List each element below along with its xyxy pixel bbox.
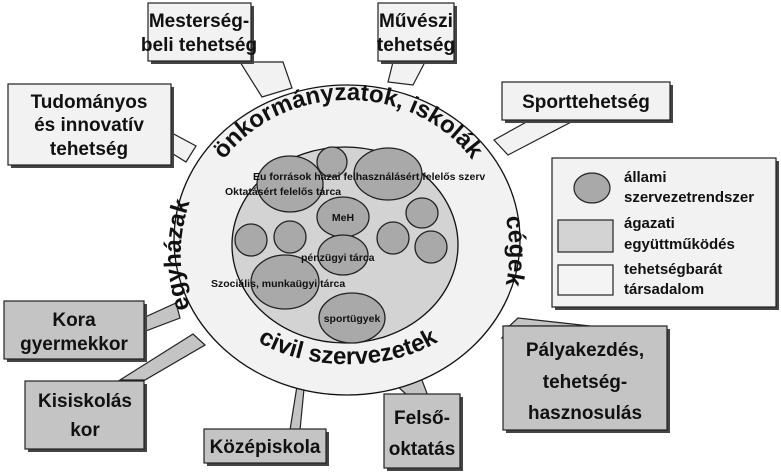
- label-social: Szociális, munkaügyi tárca: [211, 278, 345, 290]
- stage-box-kora: Kora gyermekkor: [3, 300, 147, 362]
- stage-box-kisiskolas: Kisiskolás kor: [24, 380, 147, 452]
- box-text: tehetség: [50, 139, 128, 160]
- box-text: Kisiskolás: [38, 391, 132, 412]
- org-eu-circle: [353, 147, 423, 201]
- legend: állami szervezetrendszer ágazati együttm…: [551, 157, 779, 310]
- org-circle: [405, 197, 439, 229]
- talent-box-muveszi: Művészi tehetség: [377, 2, 457, 64]
- box-text: beli tehetség: [141, 35, 257, 56]
- box-text: tehetség-: [543, 372, 627, 393]
- state-organizations: [234, 146, 448, 344]
- label-eu: Eu források hazai felhasználásért felelő…: [253, 171, 485, 183]
- stage-box-kozepiskola: Középiskola: [203, 428, 329, 466]
- legend-state-swatch: [573, 172, 611, 204]
- org-social-circle: [250, 254, 320, 310]
- legend-label: szervezetrendszer: [624, 189, 754, 206]
- connector-muveszi: [387, 61, 426, 86]
- connector-sport: [493, 119, 576, 156]
- label-sport: sportügyek: [324, 313, 381, 325]
- box-text: Művészi: [379, 11, 453, 32]
- box-text: Pályakezdés,: [526, 340, 644, 361]
- box-text: gyermekkor: [20, 334, 128, 355]
- connector-kozepiskola: [289, 385, 305, 431]
- stage-box-felso: Felső- oktatás: [383, 393, 463, 471]
- legend-label: társadalom: [624, 281, 704, 298]
- box-text: Kora: [52, 310, 96, 331]
- legend-label: tehetségbarát: [624, 261, 722, 278]
- box-text: Középiskola: [210, 437, 321, 458]
- org-circle: [273, 220, 307, 254]
- org-circle: [376, 221, 410, 255]
- legend-sector-swatch: [557, 219, 614, 253]
- talent-box-tudomanyos: Tudományos és innovatív tehetség: [7, 83, 174, 168]
- org-circle: [414, 230, 448, 264]
- box-text: Felső-: [394, 408, 450, 429]
- org-sport-circle: [318, 292, 386, 344]
- org-circle: [316, 146, 348, 178]
- connector-mesterseg: [238, 61, 293, 98]
- box-text: oktatás: [389, 439, 456, 460]
- box-text: kor: [70, 420, 100, 441]
- talent-box-mesterseg: Mesterség- beli tehetség: [141, 2, 257, 64]
- box-text: Sporttehetség: [522, 92, 650, 113]
- box-text: és innovatív: [34, 115, 144, 136]
- box-text: tehetség: [377, 35, 455, 56]
- stage-box-palyakezdes: Pályakezdés, tehetség- hasznosulás: [502, 325, 670, 433]
- callout-connectors: [117, 61, 591, 431]
- box-text: hasznosulás: [528, 403, 642, 424]
- label-finance: pénzügyi tárca: [301, 252, 375, 264]
- legend-label: ágazati: [624, 215, 675, 232]
- box-text: Tudományos: [31, 92, 148, 113]
- legend-label: együttműködés: [624, 236, 735, 253]
- ring-label-right: cégek: [500, 213, 531, 289]
- label-meh: MeH: [332, 212, 354, 224]
- box-text: Mesterség-: [149, 11, 249, 32]
- talent-box-sport: Sporttehetség: [501, 81, 673, 123]
- connector-kisiskolas: [117, 333, 207, 381]
- label-education: Oktatásért felelős tárca: [225, 186, 341, 198]
- legend-society-swatch: [557, 264, 614, 296]
- org-education-circle: [256, 155, 324, 213]
- legend-label: állami: [624, 169, 667, 186]
- org-finance-circle: [317, 234, 369, 276]
- org-circle: [234, 223, 268, 257]
